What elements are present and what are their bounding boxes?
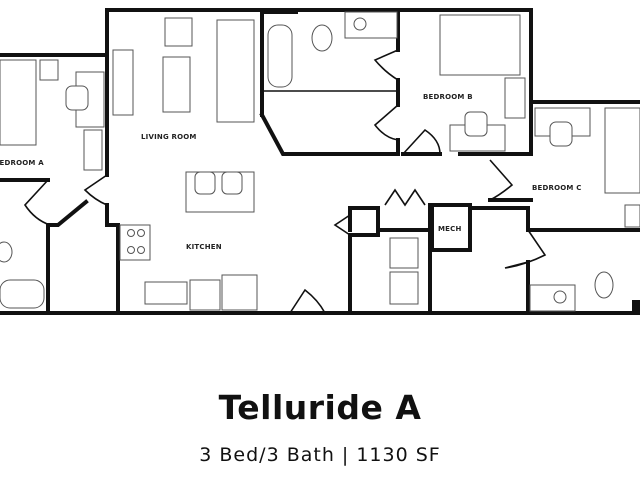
room-label-living-room: LIVING ROOM	[141, 133, 197, 141]
unit-name: Telluride A	[218, 388, 422, 427]
room-label-bedroom-a: BEDROOM A	[0, 159, 44, 167]
walls	[0, 8, 640, 315]
furniture	[0, 11, 640, 312]
room-label-kitchen: KITCHEN	[186, 243, 222, 251]
room-label-bedroom-c: BEDROOM C	[532, 184, 582, 192]
room-label-bedroom-b: BEDROOM B	[423, 93, 473, 101]
room-label-mech: MECH	[438, 225, 462, 233]
unit-details: 3 Bed/3 Bath | 1130 SF	[199, 444, 441, 466]
floor-plan: LIVING ROOM BEDROOM A BEDROOM B BEDROOM …	[0, 8, 640, 315]
